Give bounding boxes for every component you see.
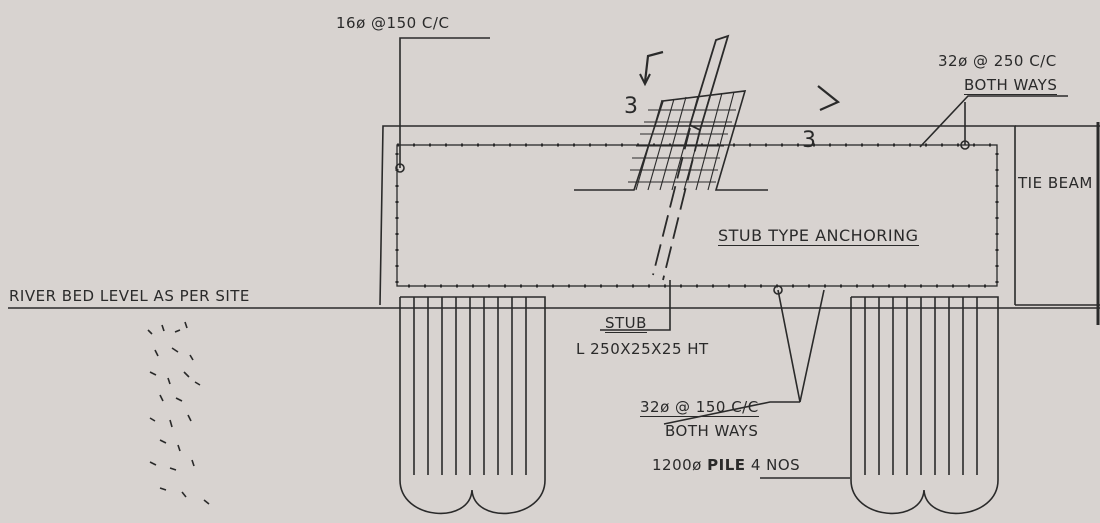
pile-size: 1200ø [652, 456, 702, 474]
section-mark-right: 3 [802, 128, 817, 153]
pile-cap-outline [379, 125, 1016, 306]
stub-angle [688, 34, 730, 132]
pile-word: PILE [707, 456, 746, 474]
top-bar-label: 16ø @150 C/C [336, 14, 450, 32]
pile-left [399, 296, 546, 515]
stub-label: STUB [605, 314, 647, 333]
top-right-both-ways: BOTH WAYS [964, 76, 1058, 95]
top-right-bar-label: 32ø @ 250 C/C [938, 52, 1057, 70]
drawing-title: STUB TYPE ANCHORING [718, 226, 919, 246]
section-arrow-right [817, 85, 841, 112]
section-arrow-left [643, 50, 664, 83]
tie-beam-outline [1015, 125, 1100, 306]
bottom-both-ways: BOTH WAYS [665, 422, 759, 440]
pile-right [850, 296, 999, 515]
stub-size-label: L 250X25X25 HT [576, 340, 709, 358]
soil-hatch [147, 321, 210, 505]
pile-label: 1200ø PILE 4 NOS [652, 456, 800, 474]
stub-embedded [652, 127, 701, 281]
section-mark-left: 3 [624, 94, 639, 119]
pile-count: 4 NOS [750, 456, 801, 474]
tie-beam-label: TIE BEAM [1018, 174, 1093, 192]
anchor-plate [574, 90, 768, 191]
bottom-bar-label: 32ø @ 150 C/C [640, 398, 759, 417]
river-bed-label: RIVER BED LEVEL AS PER SITE [9, 287, 250, 305]
reinforcement-cage [395, 143, 999, 288]
